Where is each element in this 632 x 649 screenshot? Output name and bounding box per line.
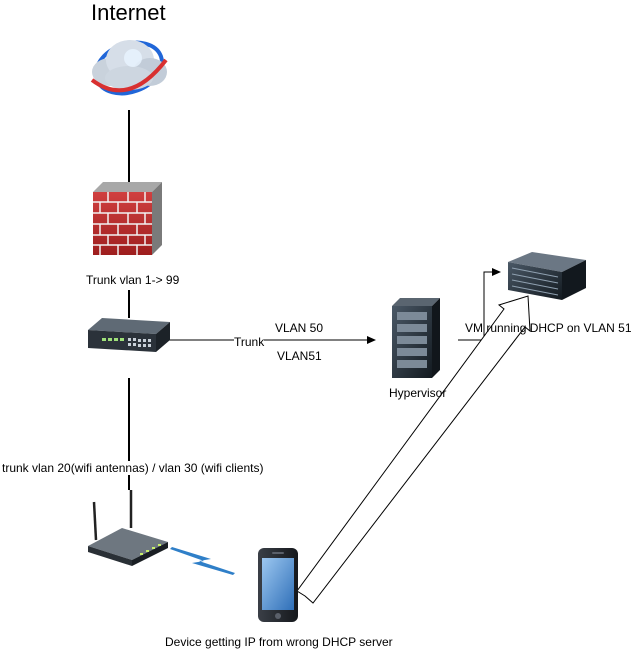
vlan51-label: VLAN51 [277, 349, 322, 363]
wireless-router-icon [88, 490, 168, 566]
firewall-trunk-label: Trunk vlan 1-> 99 [86, 273, 180, 287]
server-rack-icon [392, 298, 440, 378]
vm-label: VM running DHCP on VLAN 51 [465, 321, 632, 335]
internet-cloud-icon [90, 40, 168, 96]
blade-server-icon [508, 252, 586, 300]
wireless-signal-icon [170, 547, 235, 575]
vlan50-label: VLAN 50 [275, 321, 324, 335]
hypervisor-vm-link [458, 268, 501, 341]
dhcp-block-arrow [296, 295, 531, 604]
internet-title: Internet [91, 0, 166, 25]
network-switch-icon [88, 318, 170, 352]
firewall-brick-icon [93, 182, 162, 255]
smartphone-icon [258, 548, 298, 622]
ap-trunk-label: trunk vlan 20(wifi antennas) / vlan 30 (… [2, 461, 264, 475]
trunk-label: Trunk [234, 335, 265, 349]
device-label: Device getting IP from wrong DHCP server [165, 635, 393, 649]
hypervisor-label: Hypervisor [389, 386, 447, 400]
